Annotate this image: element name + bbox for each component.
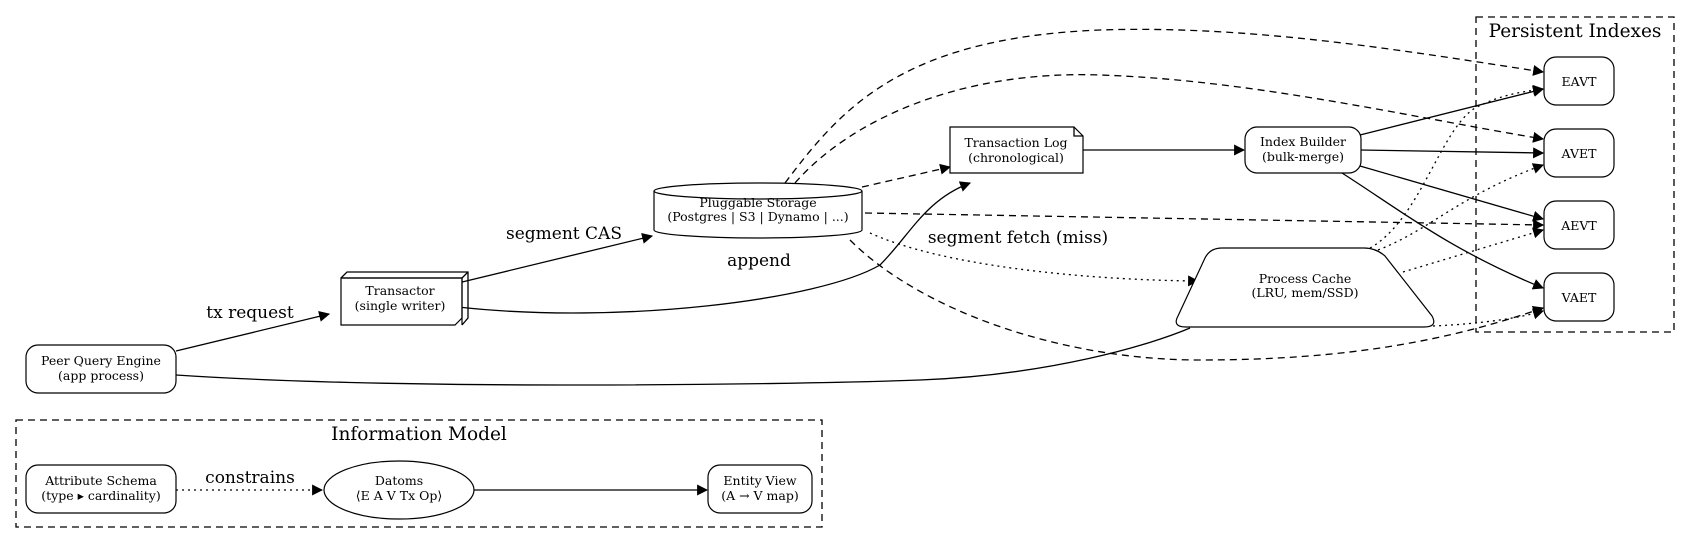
edge-storage-to-aevt	[864, 212, 1545, 231]
node-datoms-subtitle: ⟨E A V Tx Op⟩	[356, 488, 442, 503]
edge-label-segment-cas: segment CAS	[506, 224, 622, 244]
node-transactor-title: Transactor	[365, 283, 434, 298]
node-eavt: EAVT	[1543, 56, 1615, 106]
node-schema-subtitle: (type ▸ cardinality)	[41, 488, 160, 503]
edge-cache-to-eavt	[1369, 84, 1545, 249]
node-txlog-title: Transaction Log	[964, 135, 1067, 150]
node-aevt-label: AEVT	[1560, 218, 1597, 233]
edge-cache-to-vaet	[1432, 308, 1545, 327]
edge-peer-to-cache	[175, 327, 1191, 386]
edge-cache-to-aevt	[1402, 227, 1545, 273]
node-storage-subtitle: (Postgres | S3 | Dynamo | ...)	[667, 209, 848, 224]
edge-transactor-to-txlog	[457, 181, 972, 314]
node-process-cache: Process Cache (LRU, mem/SSD)	[1175, 247, 1435, 328]
edge-indexbuilder-to-vaet	[1341, 172, 1545, 290]
edge-label-append: append	[727, 251, 791, 271]
node-indexbuilder-title: Index Builder	[1260, 134, 1346, 149]
edge-storage-to-avet	[794, 74, 1545, 184]
node-peer-query-engine: Peer Query Engine (app process)	[25, 344, 177, 394]
node-vaet-label: VAET	[1561, 290, 1597, 305]
edge-label-constrains: constrains	[205, 468, 295, 488]
persistent-indexes-cluster: Persistent Indexes	[1475, 16, 1675, 333]
edge-label-segment-fetch: segment fetch (miss)	[928, 228, 1108, 248]
node-cache-subtitle: (LRU, mem/SSD)	[1251, 285, 1358, 300]
edge-indexbuilder-to-avet	[1359, 147, 1545, 159]
edge-peer-to-transactor	[175, 310, 331, 352]
node-transactor: Transactor (single writer)	[340, 271, 469, 326]
node-attribute-schema: Attribute Schema (type ▸ cardinality)	[25, 464, 177, 514]
persistent-indexes-title: Persistent Indexes	[1489, 21, 1662, 42]
node-peer-subtitle: (app process)	[58, 368, 144, 383]
node-pluggable-storage: Pluggable Storage (Postgres | S3 | Dynam…	[653, 182, 863, 239]
edge-indexbuilder-to-aevt	[1359, 165, 1545, 222]
edge-storage-to-vaet	[849, 239, 1545, 361]
node-entity-title: Entity View	[723, 473, 796, 488]
edge-label-tx-request: tx request	[206, 303, 294, 323]
node-datoms-title: Datoms	[375, 473, 423, 488]
node-schema-title: Attribute Schema	[44, 473, 157, 488]
node-avet-label: AVET	[1561, 146, 1598, 161]
node-entity-subtitle: (A → V map)	[721, 488, 799, 503]
node-peer-title: Peer Query Engine	[41, 353, 161, 368]
edge-storage-to-txlog	[861, 163, 952, 188]
node-entity-view: Entity View (A → V map)	[707, 464, 813, 514]
node-avet: AVET	[1543, 128, 1615, 178]
information-model-title: Information Model	[331, 424, 507, 445]
node-cache-title: Process Cache	[1259, 271, 1352, 286]
node-indexbuilder-subtitle: (bulk-merge)	[1262, 149, 1344, 164]
node-transaction-log: Transaction Log (chronological)	[949, 126, 1084, 174]
node-datoms: Datoms ⟨E A V Tx Op⟩	[323, 460, 475, 520]
edge-cache-to-avet	[1377, 163, 1545, 251]
edge-storage-to-cache	[869, 232, 1200, 287]
node-vaet: VAET	[1543, 272, 1615, 322]
node-transactor-subtitle: (single writer)	[355, 298, 446, 313]
edge-indexbuilder-to-eavt	[1359, 86, 1545, 136]
edge-storage-to-eavt	[784, 28, 1545, 184]
node-eavt-label: EAVT	[1562, 74, 1598, 89]
node-index-builder: Index Builder (bulk-merge)	[1244, 126, 1362, 174]
edges	[175, 28, 1545, 496]
node-aevt: AEVT	[1543, 200, 1615, 250]
edge-transactor-to-storage	[457, 232, 654, 284]
node-txlog-subtitle: (chronological)	[968, 150, 1064, 165]
information-model-cluster: Information Model	[15, 419, 823, 528]
node-storage-title: Pluggable Storage	[699, 195, 816, 210]
